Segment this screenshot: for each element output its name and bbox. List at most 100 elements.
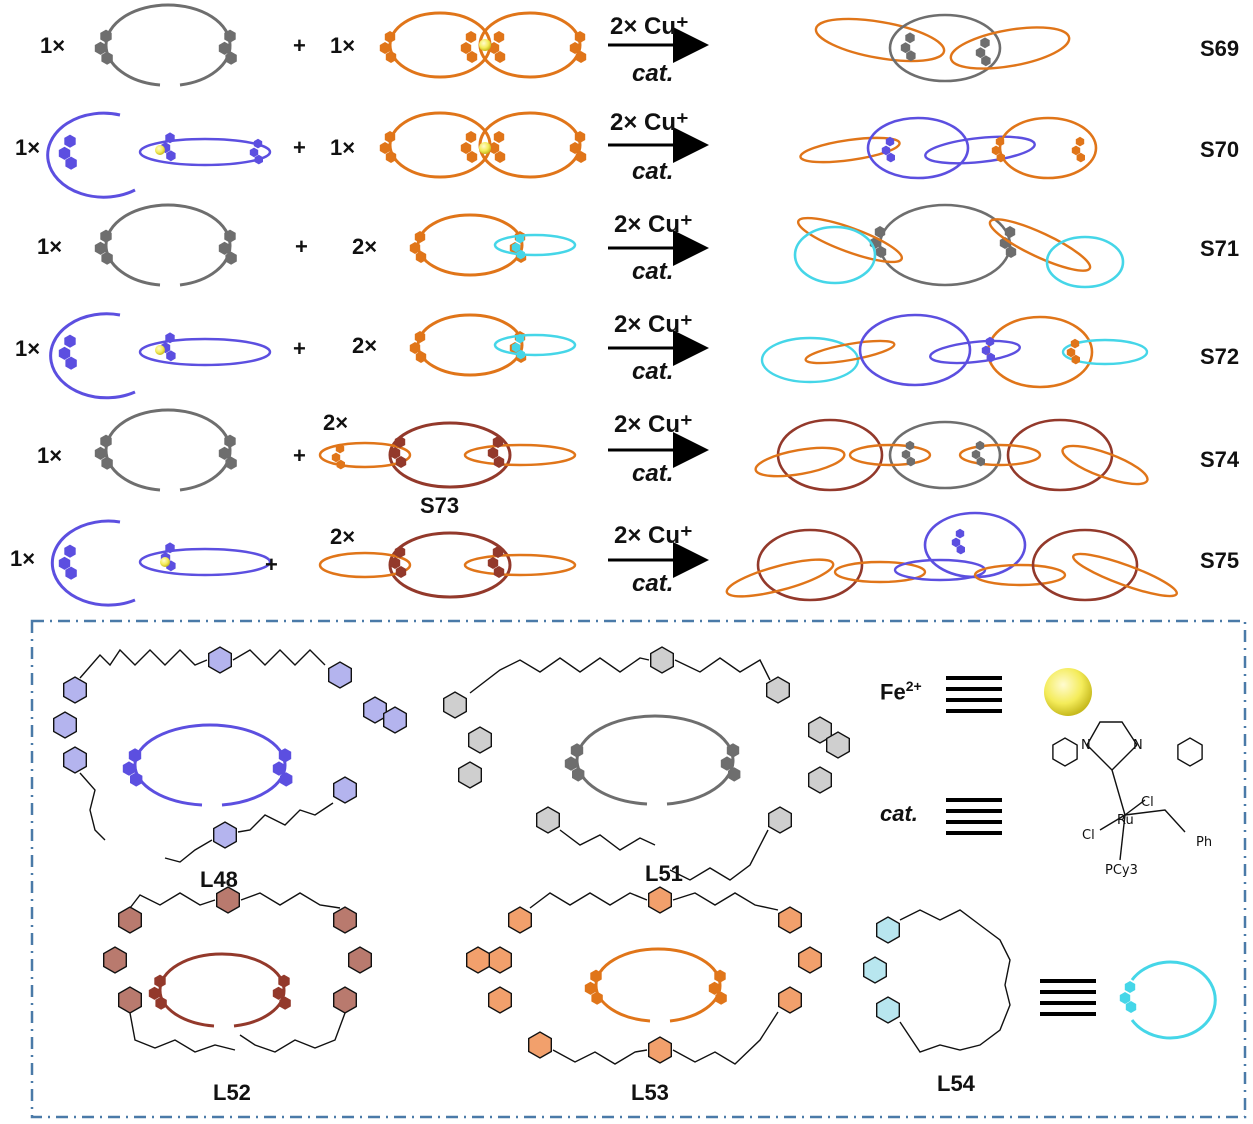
row3-arrow-catalyst: cat. (632, 258, 674, 285)
catalyst-bond (1111, 769, 1126, 816)
aromatic-ring (468, 726, 492, 754)
l53-ring (508, 906, 532, 934)
row6-plus: + (265, 552, 278, 577)
row5-plus: + (293, 443, 306, 468)
ring-arc (46, 111, 136, 199)
product-gray-loop (888, 13, 1002, 83)
ring-unit (575, 51, 587, 63)
l52-chain (239, 1012, 346, 1053)
aromatic-ring (863, 956, 887, 984)
aromatic-ring (766, 676, 790, 704)
cartoon-l53 (584, 947, 727, 1023)
ring-loop-flat (463, 443, 577, 467)
ring-unit (415, 251, 427, 263)
catalyst-bond (1124, 809, 1186, 833)
l48-chain (237, 802, 334, 833)
ring-unit (155, 996, 167, 1010)
catalyst-ru: Ru (1117, 813, 1134, 828)
fe-ion (155, 345, 165, 355)
ring-unit (385, 51, 397, 63)
ring-unit (996, 152, 1005, 163)
catalyst-mesityl-left (1052, 737, 1078, 767)
legend-frame (30, 619, 1247, 1119)
aromatic-ring (466, 946, 490, 974)
row6-arrow-catalyst: cat. (632, 570, 674, 597)
l48-ring (53, 711, 78, 739)
row3-left-coefficient: 1× (37, 234, 63, 259)
l48-ring (333, 776, 357, 804)
l54-chain (899, 909, 1011, 1053)
ring-unit (414, 231, 426, 243)
product-blue-flat (924, 135, 1036, 165)
aromatic-ring (458, 761, 482, 789)
ring-unit (906, 456, 915, 467)
ring-unit (394, 436, 406, 448)
ring-unit (991, 145, 1001, 156)
ring-loop (388, 11, 492, 79)
product-brown-loop-left (756, 528, 864, 602)
ring-unit (1004, 226, 1016, 238)
identity-symbol-cat (946, 798, 1002, 835)
ring-unit (128, 748, 142, 763)
l48-ring (63, 746, 88, 774)
ring-loop-flat (848, 443, 932, 467)
ring-unit (488, 142, 500, 154)
ring-unit (905, 32, 915, 44)
fe-ion-sphere (1044, 668, 1092, 716)
ring-unit (130, 772, 143, 787)
ring-unit (1075, 136, 1085, 147)
ring-unit (225, 51, 237, 65)
reactant-gray-macrocycle (94, 3, 237, 87)
ring-unit (465, 31, 477, 43)
ring-loop-flat (754, 446, 846, 478)
ring-unit (165, 332, 175, 344)
ring-loop-flat (804, 339, 896, 365)
l53-chain (672, 892, 779, 911)
row2-arrow-reagent: 2× Cu⁺ (610, 109, 689, 136)
ring-unit (569, 42, 581, 54)
ring-unit (249, 147, 259, 158)
l52-ring (348, 946, 372, 974)
ring-unit (94, 446, 107, 460)
aromatic-ring (768, 806, 792, 834)
ring-unit (885, 136, 895, 147)
product-orange-flat-b (848, 443, 932, 467)
ring-unit (570, 743, 584, 758)
ring-loop (416, 313, 524, 377)
ring-loop-flat (1061, 444, 1149, 486)
ring-unit (1076, 152, 1085, 163)
aromatic-ring (778, 986, 802, 1014)
ring-loop-flat (1072, 552, 1178, 598)
aromatic-ring (207, 646, 233, 674)
ring-unit (591, 991, 603, 1005)
ring-unit (58, 346, 71, 360)
ring-unit (331, 452, 341, 463)
ring-unit (335, 443, 345, 454)
ring-unit (715, 991, 727, 1005)
l53-ring (648, 886, 672, 914)
ring-unit (65, 566, 77, 580)
product-cyan-loop-left (760, 336, 860, 384)
product-brown-loop-right (1031, 528, 1139, 602)
product-blue-flat (929, 339, 1021, 365)
ring-unit (511, 342, 521, 353)
ring-loop-flat (138, 337, 272, 367)
ring-loop-flat (493, 233, 577, 257)
l52-ring (102, 946, 128, 974)
aromatic-ring (876, 996, 900, 1024)
symbol-key (946, 668, 1096, 1016)
l53-ring (466, 946, 490, 974)
ring-unit (165, 542, 175, 554)
ring-unit (493, 31, 505, 43)
ring-loop-flat (799, 136, 901, 164)
l48-chain (164, 839, 213, 863)
ring-unit (278, 974, 290, 988)
l54-ring (876, 996, 900, 1024)
l48-chain (232, 649, 326, 666)
aromatic-ring (1177, 737, 1203, 767)
ring-unit (1125, 1001, 1137, 1013)
aromatic-ring (348, 946, 372, 974)
ring-loop (998, 116, 1098, 180)
aromatic-ring (778, 906, 802, 934)
ring-unit (94, 241, 107, 255)
